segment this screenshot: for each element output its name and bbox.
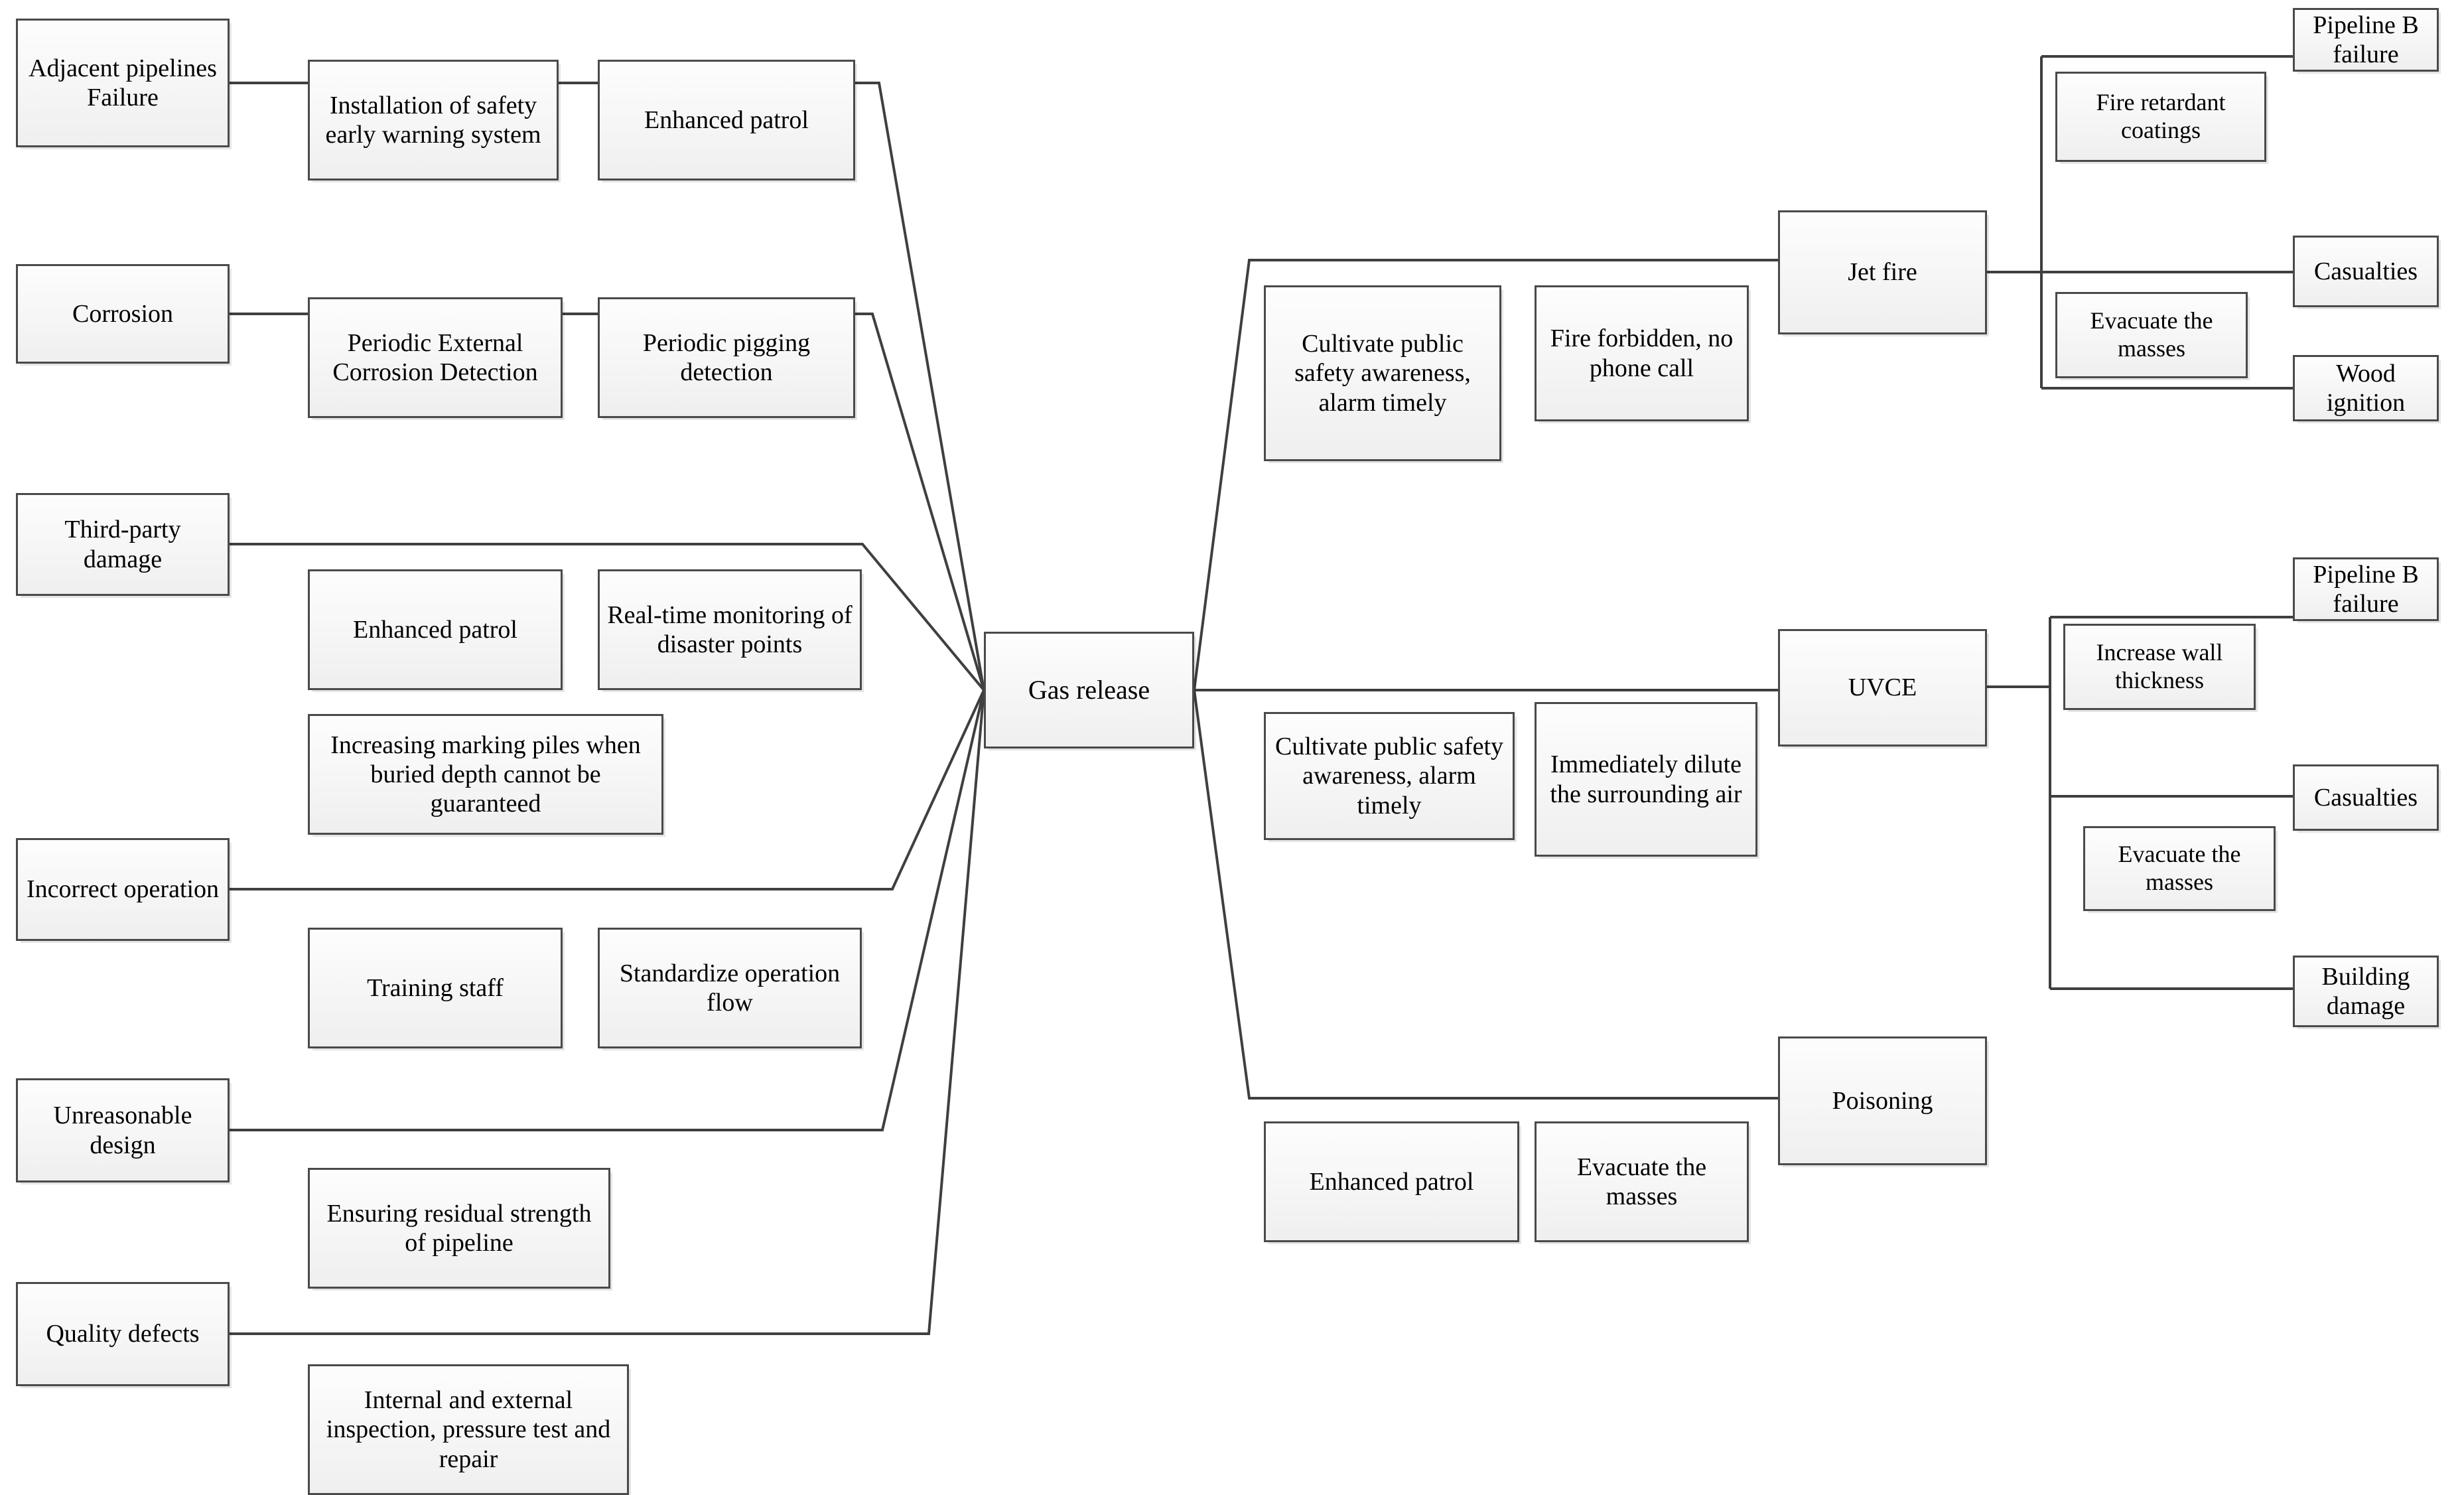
barrier-standardize-operation-flow[interactable]: Standardize operation flow: [598, 928, 862, 1048]
threat-label: Quality defects: [46, 1320, 200, 1348]
barrier-immediately-dilute-surrounding-air[interactable]: Immediately dilute the surrounding air: [1535, 702, 1757, 857]
barrier-evacuate-the-masses-1[interactable]: Evacuate the masses: [1535, 1121, 1749, 1242]
barrier-label: Real-time monitoring of disaster points: [607, 601, 853, 658]
barrier-label: Evacuate the masses: [1576, 1153, 1707, 1210]
top-event-gas-release[interactable]: Gas release: [984, 632, 1194, 748]
barrier-label: Ensuring residual strength of pipeline: [326, 1199, 592, 1257]
consequence-label: Poisoning: [1832, 1086, 1933, 1115]
threat-label: Third-party damage: [64, 516, 181, 573]
threat-label: Unreasonable design: [53, 1102, 192, 1159]
barrier-label: Fire forbidden, no phone call: [1550, 324, 1734, 382]
outcome-label: Pipeline B failure: [2313, 11, 2419, 68]
barrier-training-staff[interactable]: Training staff: [308, 928, 563, 1048]
threat-label: Adjacent pipelines Failure: [29, 54, 217, 111]
barrier-increase-wall-thickness[interactable]: Increase wall thickness: [2063, 624, 2256, 710]
barrier-real-time-monitoring-disaster-points[interactable]: Real-time monitoring of disaster points: [598, 569, 862, 690]
barrier-installation-safety-early-warning-system[interactable]: Installation of safety early warning sys…: [308, 60, 559, 180]
threat-adjacent-pipelines-failure[interactable]: Adjacent pipelines Failure: [16, 19, 230, 147]
barrier-fire-retardant-coatings[interactable]: Fire retardant coatings: [2055, 72, 2266, 162]
top-event-label: Gas release: [1028, 674, 1150, 705]
barrier-label: Enhanced patrol: [1309, 1167, 1474, 1196]
barrier-label: Periodic pigging detection: [642, 328, 811, 386]
threat-corrosion[interactable]: Corrosion: [16, 264, 230, 364]
threat-unreasonable-design[interactable]: Unreasonable design: [16, 1078, 230, 1182]
barrier-label: Increasing marking piles when buried dep…: [330, 731, 641, 818]
barrier-label: Internal and external inspection, pressu…: [326, 1386, 611, 1473]
barrier-label: Cultivate public safety awareness, alarm…: [1274, 733, 1504, 819]
outcome-casualties-1[interactable]: Casualties: [2293, 236, 2439, 307]
outcome-pipeline-b-failure-1[interactable]: Pipeline B failure: [2293, 8, 2439, 72]
barrier-label: Evacuate the masses: [2090, 307, 2213, 362]
barrier-evacuate-the-masses-3[interactable]: Evacuate the masses: [2083, 826, 2276, 911]
barrier-enhanced-patrol-3[interactable]: Enhanced patrol: [1264, 1121, 1519, 1242]
threat-label: Corrosion: [72, 299, 173, 328]
barrier-label: Immediately dilute the surrounding air: [1550, 750, 1742, 808]
barrier-periodic-external-corrosion-detection[interactable]: Periodic External Corrosion Detection: [308, 297, 563, 418]
threat-quality-defects[interactable]: Quality defects: [16, 1282, 230, 1386]
outcome-wood-ignition[interactable]: Wood ignition: [2293, 355, 2439, 421]
consequence-label: UVCE: [1848, 674, 1917, 702]
barrier-label: Installation of safety early warning sys…: [325, 91, 541, 149]
outcome-label: Building damage: [2321, 962, 2410, 1020]
barrier-cultivate-public-safety-awareness-2[interactable]: Cultivate public safety awareness, alarm…: [1264, 712, 1515, 840]
consequence-label: Jet fire: [1848, 258, 1917, 287]
barrier-label: Fire retardant coatings: [2096, 89, 2226, 143]
barrier-label: Evacuate the masses: [2118, 841, 2241, 895]
barrier-label: Cultivate public safety awareness, alarm…: [1294, 330, 1471, 417]
threat-incorrect-operation[interactable]: Incorrect operation: [16, 838, 230, 941]
barrier-label: Training staff: [367, 973, 504, 1002]
barrier-enhanced-patrol-2[interactable]: Enhanced patrol: [308, 569, 563, 690]
barrier-label: Increase wall thickness: [2096, 639, 2223, 693]
outcome-building-damage[interactable]: Building damage: [2293, 956, 2439, 1027]
outcome-label: Casualties: [2313, 783, 2418, 812]
outcome-pipeline-b-failure-2[interactable]: Pipeline B failure: [2293, 557, 2439, 621]
outcome-label: Pipeline B failure: [2313, 560, 2419, 618]
consequence-uvce[interactable]: UVCE: [1778, 629, 1987, 747]
barrier-enhanced-patrol-1[interactable]: Enhanced patrol: [598, 60, 855, 180]
threat-label: Incorrect operation: [26, 875, 220, 904]
barrier-label: Enhanced patrol: [353, 615, 517, 644]
barrier-fire-forbidden-no-phone-call[interactable]: Fire forbidden, no phone call: [1535, 285, 1749, 421]
outcome-label: Wood ignition: [2326, 359, 2406, 417]
barrier-evacuate-the-masses-2[interactable]: Evacuate the masses: [2055, 292, 2248, 378]
outcome-label: Casualties: [2313, 257, 2418, 285]
barrier-cultivate-public-safety-awareness-1[interactable]: Cultivate public safety awareness, alarm…: [1264, 285, 1501, 461]
barrier-periodic-pigging-detection[interactable]: Periodic pigging detection: [598, 297, 855, 418]
barrier-internal-external-inspection[interactable]: Internal and external inspection, pressu…: [308, 1364, 629, 1495]
barrier-label: Enhanced patrol: [644, 106, 809, 134]
barrier-label: Periodic External Corrosion Detection: [332, 328, 538, 386]
barrier-ensuring-residual-strength[interactable]: Ensuring residual strength of pipeline: [308, 1168, 610, 1289]
outcome-casualties-2[interactable]: Casualties: [2293, 764, 2439, 831]
threat-third-party-damage[interactable]: Third-party damage: [16, 493, 230, 596]
barrier-increasing-marking-piles[interactable]: Increasing marking piles when buried dep…: [308, 714, 663, 835]
consequence-jet-fire[interactable]: Jet fire: [1778, 210, 1987, 334]
barrier-label: Standardize operation flow: [619, 959, 841, 1017]
consequence-poisoning[interactable]: Poisoning: [1778, 1036, 1987, 1165]
